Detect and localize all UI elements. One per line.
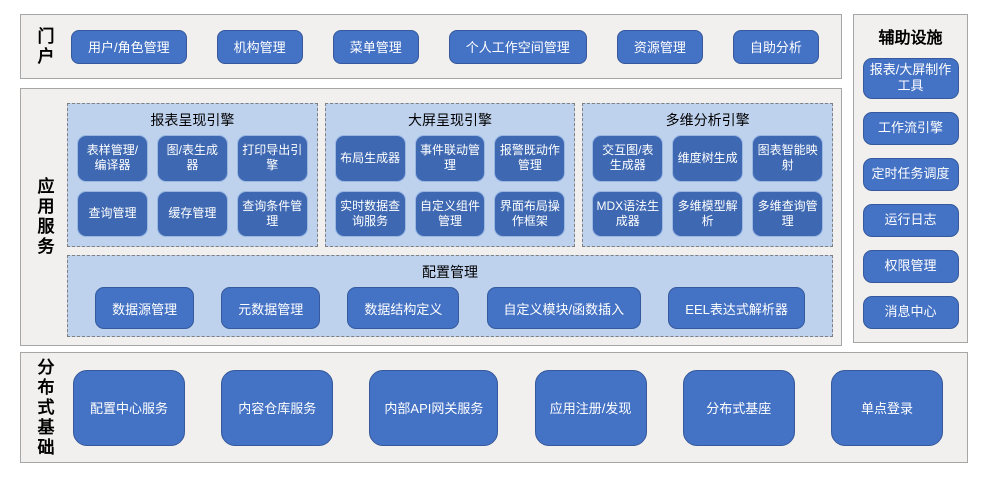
node-permission-mgmt: 权限管理 [862,249,959,283]
node-alarm-action-mgmt: 报警既动作管理 [494,135,566,182]
node-org-mgmt: 机构管理 [216,29,303,64]
node-interactive-chart-generator: 交互图/表生成器 [592,135,664,182]
node-realtime-data-query-service: 实时数据查询服务 [334,190,406,237]
panel-title-config-mgmt: 配置管理 [422,264,478,280]
node-custom-component-mgmt: 自定义组件管理 [414,190,486,237]
panel-title-olap-engine: 多维分析引擎 [665,112,750,128]
auxiliary-section: 辅助设施 报表/大屏制作工具 工作流引擎 定时任务调度 运行日志 权限管理 消息… [853,14,968,343]
node-chart-smart-mapping: 图表智能映射 [752,135,824,182]
foundation-button-row: 配置中心服务 内容仓库服务 内部API网关服务 应用注册/发现 分布式基座 单点… [67,353,967,462]
app-services-label: 应用服务 [34,177,54,257]
foundation-label-wrap: 分布式基础 [21,353,67,462]
node-dimension-tree-generation: 维度树生成 [672,135,744,182]
node-resource-mgmt: 资源管理 [616,29,703,64]
node-multidim-query-mgmt: 多维查询管理 [752,190,824,237]
node-config-center-service: 配置中心服务 [73,369,185,446]
node-personal-workspace-mgmt: 个人工作空间管理 [448,29,587,64]
config-mgmt-row: 数据源管理 元数据管理 数据结构定义 自定义模块/函数插入 EEL表达式解析器 [78,287,822,329]
node-query-condition-mgmt: 查询条件管理 [236,190,308,237]
panel-config-mgmt: 配置管理 数据源管理 元数据管理 数据结构定义 自定义模块/函数插入 EEL表达… [67,255,833,337]
node-scheduled-task-dispatch: 定时任务调度 [862,157,959,191]
portal-button-row: 用户/角色管理 机构管理 菜单管理 个人工作空间管理 资源管理 自助分析 [67,15,841,78]
node-layout-generator: 布局生成器 [334,135,406,182]
node-internal-api-gateway-service: 内部API网关服务 [369,369,499,446]
engine-panels-row: 报表呈现引擎 表样管理/编译器 图/表生成器 打印导出引擎 查询管理 缓存管理 … [67,103,834,247]
auxiliary-column: 报表/大屏制作工具 工作流引擎 定时任务调度 运行日志 权限管理 消息中心 [854,51,967,342]
panel-title-report-engine: 报表呈现引擎 [150,112,235,128]
node-datasource-mgmt: 数据源管理 [95,287,195,329]
node-report-bigscreen-authoring-tool: 报表/大屏制作工具 [862,58,959,99]
panel-title-bigscreen-engine: 大屏呈现引擎 [408,112,492,128]
node-mdx-syntax-generator: MDX语法生成器 [592,190,664,237]
node-distributed-base: 分布式基座 [682,369,795,446]
foundation-label: 分布式基础 [34,357,54,458]
auxiliary-title: 辅助设施 [878,30,943,47]
node-multidim-model-parsing: 多维模型解析 [672,190,744,237]
app-services-label-wrap: 应用服务 [21,89,67,345]
portal-label-wrap: 门户 [21,15,67,78]
node-message-center: 消息中心 [862,295,959,329]
node-menu-mgmt: 菜单管理 [332,29,419,64]
node-content-repository-service: 内容仓库服务 [221,369,334,446]
node-chart-table-generator: 图/表生成器 [156,135,228,182]
node-metadata-mgmt: 元数据管理 [221,287,321,329]
olap-engine-grid: 交互图/表生成器 维度树生成 图表智能映射 MDX语法生成器 多维模型解析 多维… [592,135,824,237]
app-services-section: 应用服务 报表呈现引擎 表样管理/编译器 图/表生成器 打印导出引擎 查询管理 … [20,88,842,346]
node-eel-expression-parser: EEL表达式解析器 [668,287,805,329]
panel-bigscreen-engine: 大屏呈现引擎 布局生成器 事件联动管理 报警既动作管理 实时数据查询服务 自定义… [324,103,576,247]
node-sheet-mgmt-compiler: 表样管理/编译器 [77,135,148,182]
node-app-registration-discovery: 应用注册/发现 [534,369,647,446]
node-print-export-engine: 打印导出引擎 [236,135,308,182]
node-data-structure-definition: 数据结构定义 [347,287,460,329]
node-workflow-engine: 工作流引擎 [862,111,959,145]
panel-report-engine: 报表呈现引擎 表样管理/编译器 图/表生成器 打印导出引擎 查询管理 缓存管理 … [67,103,318,247]
node-self-service-analysis: 自助分析 [732,29,819,64]
node-ui-layout-framework: 界面布局操作框架 [494,190,566,237]
app-services-content: 报表呈现引擎 表样管理/编译器 图/表生成器 打印导出引擎 查询管理 缓存管理 … [67,89,841,345]
portal-label: 门户 [34,26,54,67]
panel-olap-engine: 多维分析引擎 交互图/表生成器 维度树生成 图表智能映射 MDX语法生成器 多维… [582,103,834,247]
foundation-section: 分布式基础 配置中心服务 内容仓库服务 内部API网关服务 应用注册/发现 分布… [20,352,968,463]
node-runtime-log: 运行日志 [862,203,959,237]
report-engine-grid: 表样管理/编译器 图/表生成器 打印导出引擎 查询管理 缓存管理 查询条件管理 [77,135,308,237]
node-event-linkage-mgmt: 事件联动管理 [414,135,486,182]
node-custom-module-function-insert: 自定义模块/函数插入 [486,287,642,329]
node-user-role-mgmt: 用户/角色管理 [71,29,187,64]
node-query-mgmt: 查询管理 [77,190,148,237]
bigscreen-engine-grid: 布局生成器 事件联动管理 报警既动作管理 实时数据查询服务 自定义组件管理 界面… [334,135,566,237]
node-cache-mgmt: 缓存管理 [156,190,228,237]
node-single-sign-on: 单点登录 [830,369,943,446]
portal-section: 门户 用户/角色管理 机构管理 菜单管理 个人工作空间管理 资源管理 自助分析 [20,14,842,79]
